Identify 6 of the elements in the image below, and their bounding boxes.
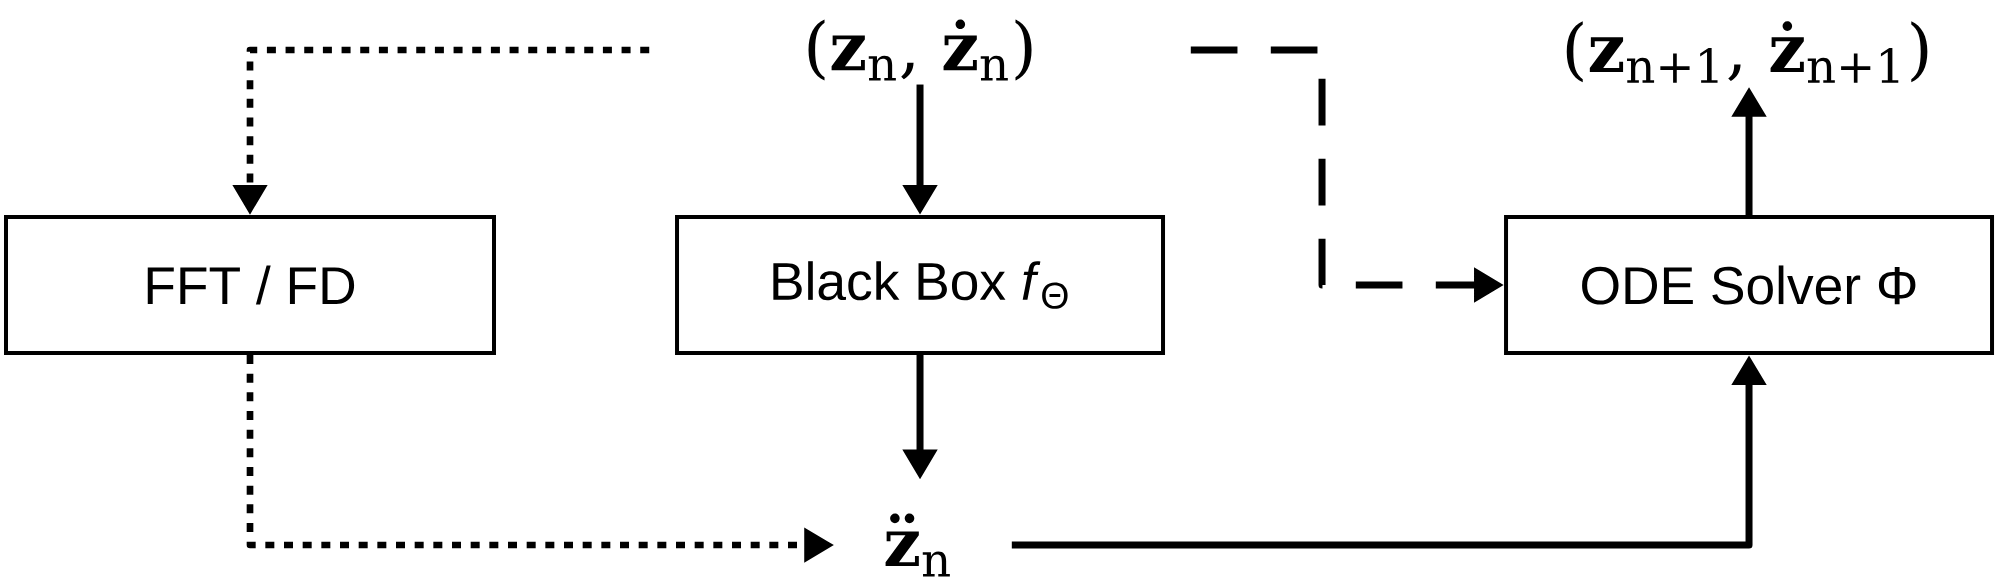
math-label: (z$_{n}$, ż$_{n}$)	[808, 19, 1032, 81]
math-label: (z$_{n+1}$, ż$_{n+1}$)	[1566, 21, 1928, 83]
process-box: Black Box f$_{Θ}$	[675, 215, 1166, 355]
process-box: FFT / FD	[4, 215, 496, 355]
process-box: ODE Solver Φ	[1504, 215, 1995, 355]
math-label: z̈$_{n}$	[885, 513, 950, 577]
